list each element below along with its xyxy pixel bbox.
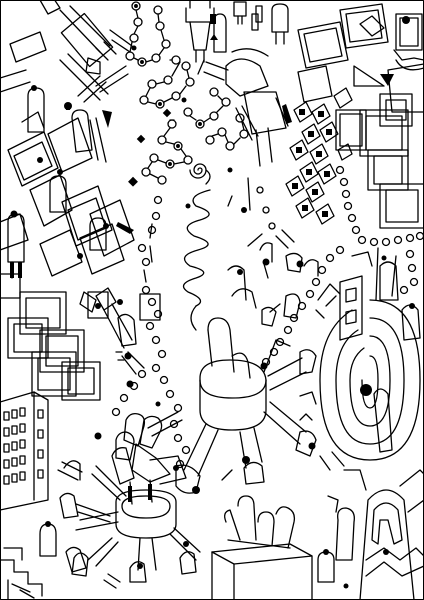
right-side-plugs (248, 230, 420, 340)
chain-top-center (126, 2, 230, 184)
right-frames (336, 110, 424, 228)
top-right-frames (298, 4, 424, 126)
right-building (300, 252, 398, 420)
top-left-plug-cluster (0, 0, 132, 102)
top-center-plugs (186, 0, 288, 62)
left-building (0, 392, 48, 510)
diamond-tile-field (286, 88, 352, 224)
chain-center-bottom (113, 197, 190, 468)
diamond-tile-centers (292, 109, 332, 217)
bottom-right-arch (318, 452, 424, 600)
center-socket-plug (198, 49, 288, 210)
target-bullseye (320, 248, 420, 460)
diamond-tiles (286, 88, 352, 224)
center-left-plugs (116, 352, 186, 484)
chain-network (113, 2, 424, 468)
left-middle-plug (96, 288, 136, 360)
spiral-coil (184, 164, 233, 330)
left-window-frames (0, 274, 108, 400)
ink-accents (10, 14, 415, 589)
bottom-left-steps (0, 493, 110, 598)
chain-right-top (206, 114, 275, 229)
left-socket-frames (0, 112, 134, 276)
bottom-center-socket (72, 448, 200, 582)
chain-right-beads (337, 167, 424, 294)
bottom-hand-box (212, 496, 312, 600)
scattered-small-plugs (8, 6, 338, 600)
